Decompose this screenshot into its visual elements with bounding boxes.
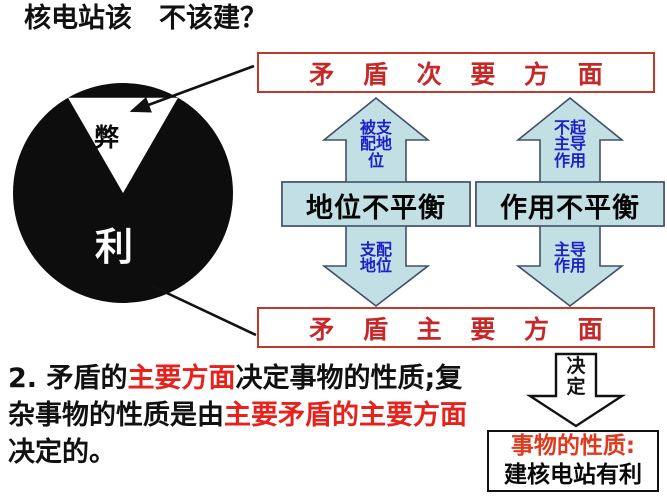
cross-status-imbalance: 被支 配地 位 地位不平衡 支配 地位 <box>278 96 474 308</box>
cross-function-imbalance: 不起 主导 作用 作用不平衡 主导 作用 <box>472 96 667 308</box>
decide-down-arrow: 决 定 <box>522 352 630 428</box>
result-line-2: 建核电站有利 <box>504 462 642 488</box>
page-title: 核电站该 不该建？ <box>24 3 267 34</box>
cross-function-bottom-label: 主导 作用 <box>553 240 586 276</box>
statement-seg3: 决定的。 <box>8 437 116 468</box>
banner-primary-label: 矛 盾 主 要 方 面 <box>309 314 613 344</box>
cross-status-top-label: 被支 配地 位 <box>359 118 392 170</box>
pie-slice-label: 弊 <box>94 123 120 152</box>
cross-function-top-label: 不起 主导 作用 <box>553 118 586 170</box>
pie-main-label: 利 <box>95 225 134 269</box>
statement-seg2: 决定事物的性质;复杂事物的性质是由 <box>8 363 463 431</box>
cross-status-bottom-label: 支配 地位 <box>359 240 392 276</box>
cross-function-center-label: 作用不平衡 <box>500 192 640 224</box>
cross-center-band <box>281 181 471 227</box>
banner-contradiction-secondary-aspect: 矛 盾 次 要 方 面 <box>257 52 655 93</box>
statement-text: 2. 矛盾的主要方面决定事物的性质;复杂事物的性质是由主要矛盾的主要方面决定的。 <box>8 360 468 471</box>
cross-center-band <box>475 181 665 227</box>
cross-status-center-label: 地位不平衡 <box>306 192 446 224</box>
statement-highlight-2: 主要矛盾的主要方面 <box>224 400 467 431</box>
pros-cons-pie-chart: 弊 利 <box>12 82 234 304</box>
pie-svg <box>13 83 233 303</box>
banner-secondary-label: 矛 盾 次 要 方 面 <box>309 59 613 89</box>
result-conclusion-box: 事物的性质: 建核电站有利 <box>487 430 659 492</box>
decide-arrow-label: 决 定 <box>566 355 586 398</box>
banner-contradiction-primary-aspect: 矛 盾 主 要 方 面 <box>257 307 655 348</box>
pie-slice-wedge <box>68 97 178 193</box>
statement-highlight-1: 主要方面 <box>127 363 236 394</box>
decide-arrow-shape <box>525 352 627 428</box>
statement-number: 2. <box>8 363 47 394</box>
cross-shape-function <box>475 96 665 308</box>
decide-arrow-path <box>525 352 627 428</box>
statement-seg1: 矛盾的 <box>46 363 128 394</box>
result-line-1: 事物的性质: <box>510 433 636 459</box>
cross-shape-status <box>281 96 471 308</box>
